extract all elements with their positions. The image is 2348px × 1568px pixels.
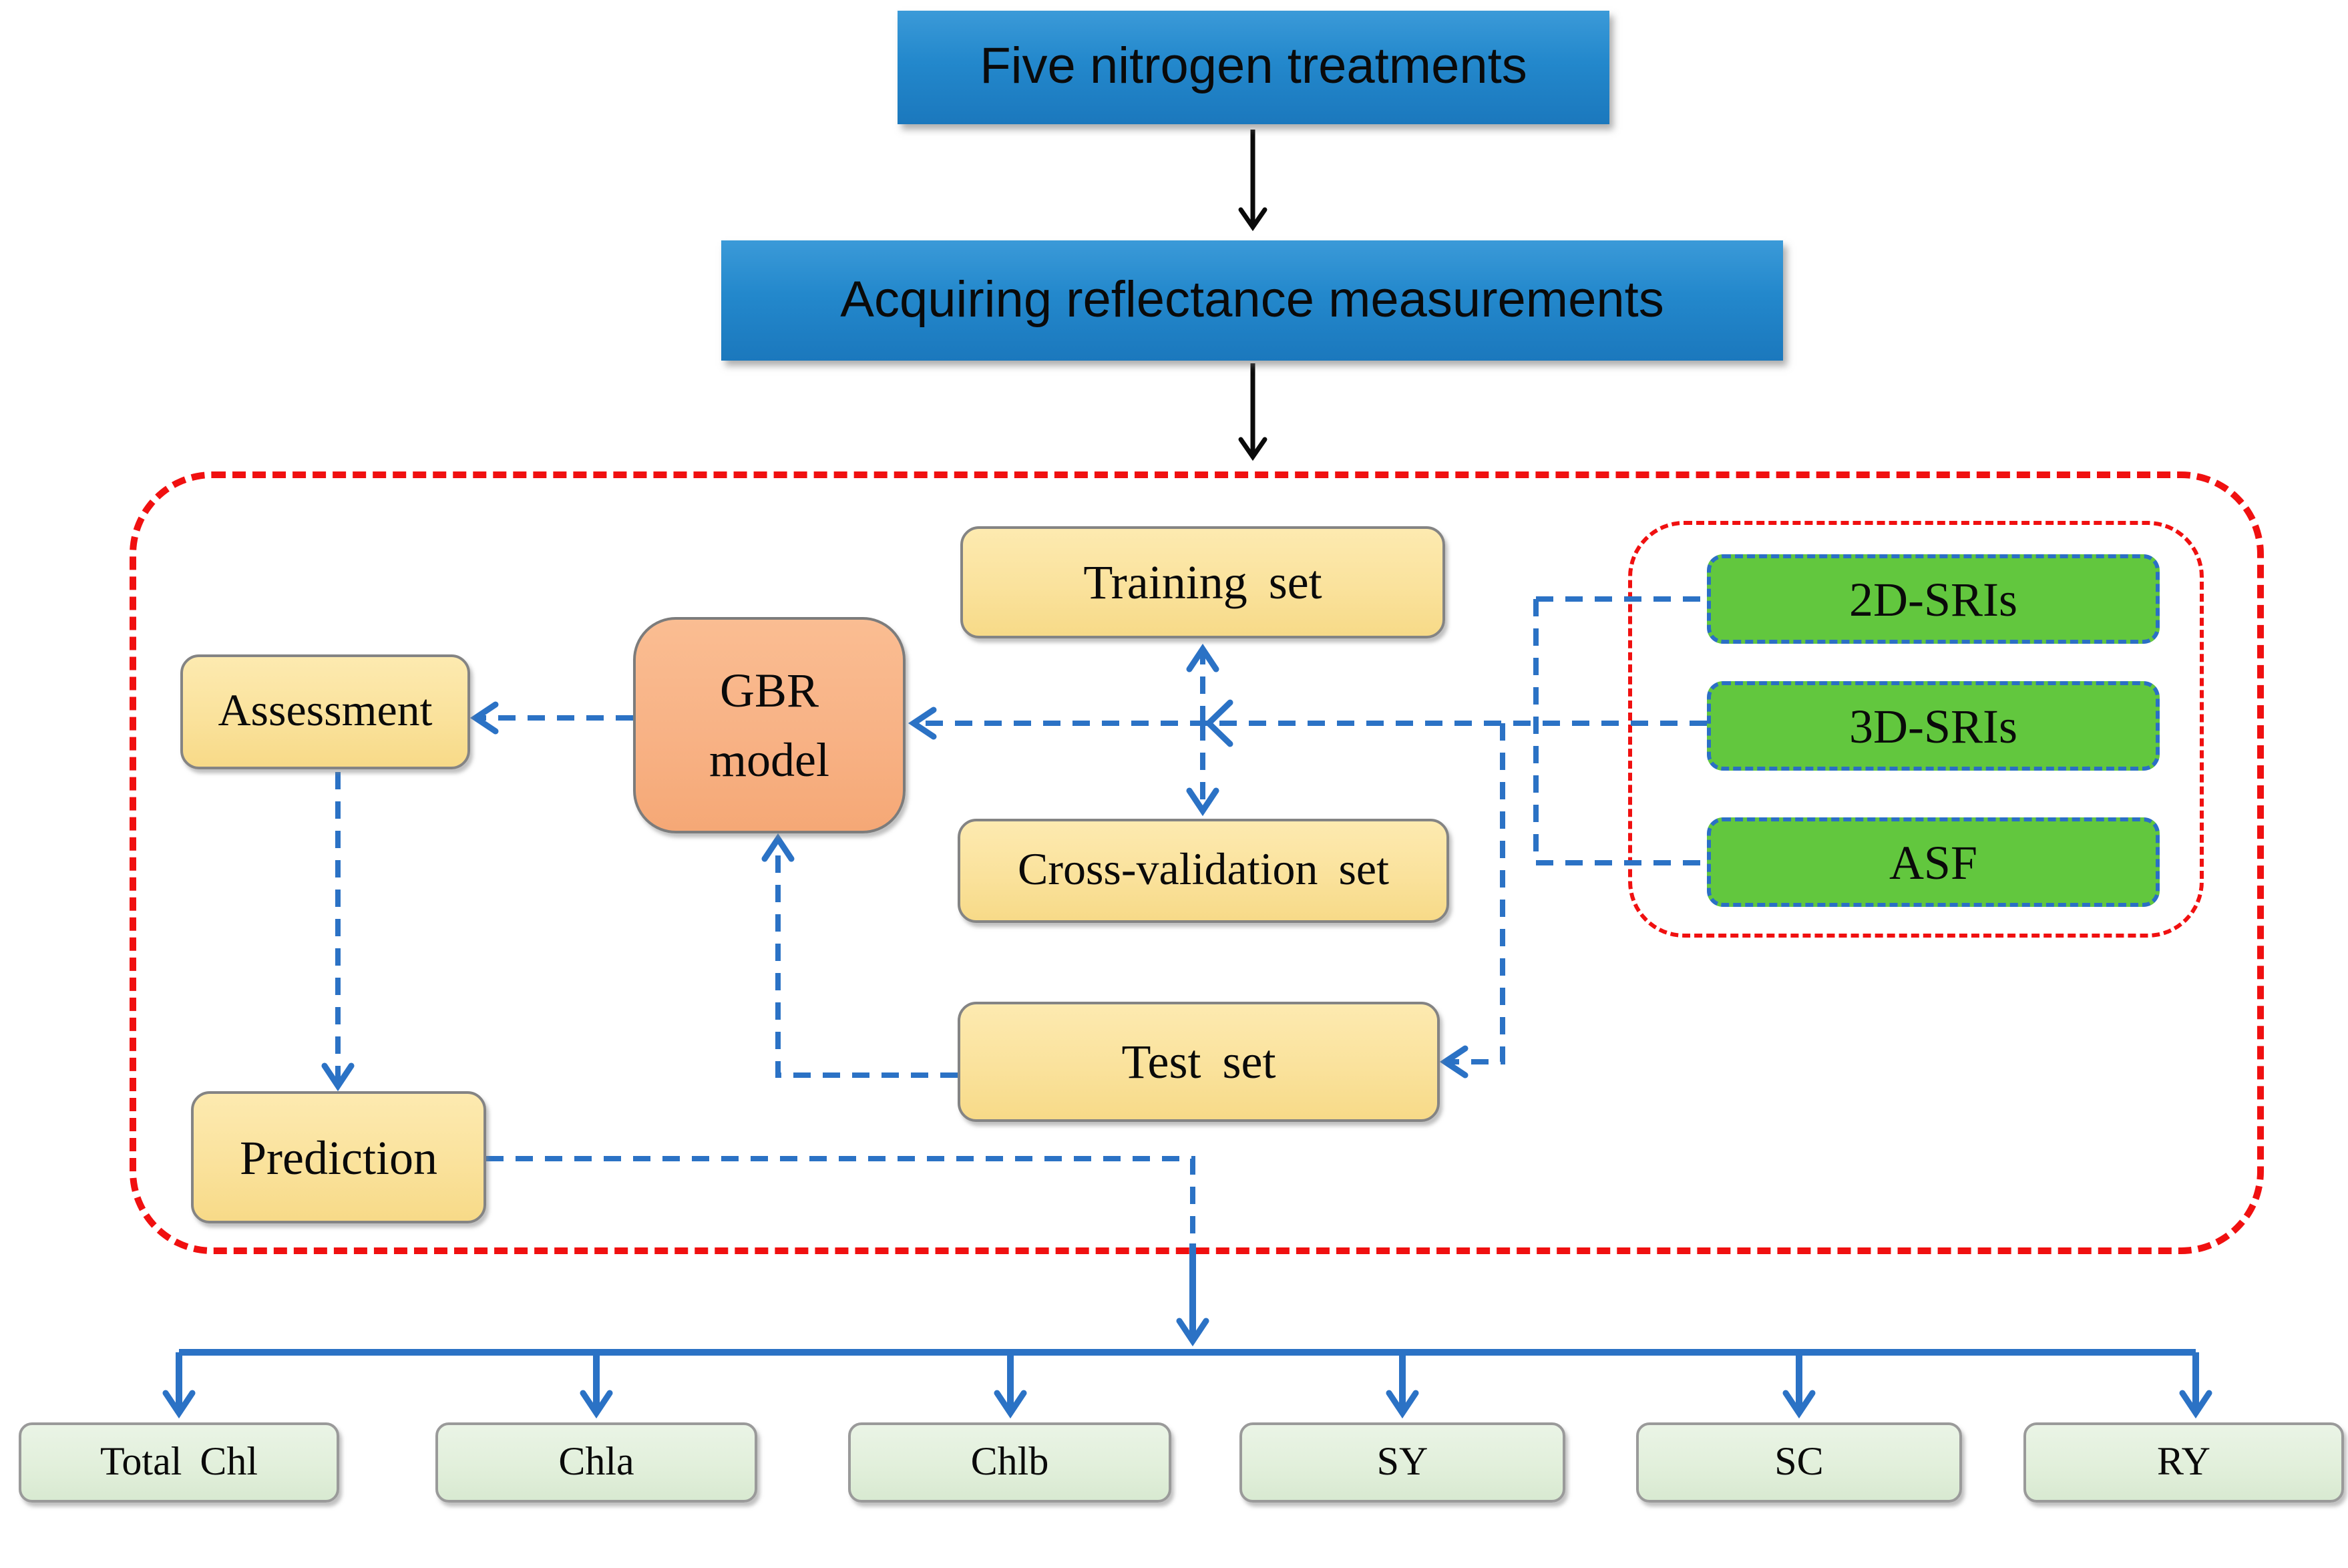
node-feature-asf: ASF	[1707, 817, 2160, 907]
arrow-features-to-test-set	[1439, 723, 1505, 1079]
node-assessment: Assessment	[180, 654, 470, 769]
node-training-set-label: Training set	[1083, 556, 1322, 609]
node-feature-3d-sris: 3D-SRIs	[1707, 681, 2160, 771]
node-training-set: Training set	[960, 526, 1445, 638]
node-feature-asf-label: ASF	[1889, 835, 1978, 889]
node-feature-2d-sris-label: 2D-SRIs	[1848, 572, 2018, 626]
node-acquiring-reflectance-label: Acquiring reflectance measurements	[840, 272, 1664, 328]
node-prediction: Prediction	[191, 1091, 486, 1223]
node-acquiring-reflectance: Acquiring reflectance measurements	[721, 240, 1783, 361]
node-feature-2d-sris: 2D-SRIs	[1707, 554, 2160, 644]
node-output-total-chl-label: Total Chl	[100, 1440, 258, 1484]
node-assessment-label: Assessment	[218, 687, 433, 736]
node-prediction-label: Prediction	[240, 1131, 437, 1184]
node-gbr-model: GBR model	[633, 617, 906, 833]
node-output-chlb: Chlb	[848, 1422, 1171, 1503]
node-cross-validation-set-label: Cross-validation set	[1017, 845, 1390, 895]
node-output-chla-label: Chla	[558, 1440, 634, 1484]
node-gbr-model-label: GBR model	[709, 663, 829, 787]
node-output-chla: Chla	[435, 1422, 757, 1503]
node-cross-validation-set: Cross-validation set	[958, 819, 1449, 923]
node-output-ry: RY	[2023, 1422, 2344, 1503]
node-five-nitrogen-treatments: Five nitrogen treatments	[898, 11, 1609, 124]
node-test-set: Test set	[958, 1002, 1440, 1122]
node-test-set-label: Test set	[1121, 1035, 1276, 1089]
feature-group-dashed-container	[1628, 521, 2204, 938]
arrow-prediction-to-outputs-dashed	[486, 1156, 1195, 1243]
node-output-chlb-label: Chlb	[970, 1440, 1049, 1484]
node-feature-3d-sris-label: 3D-SRIs	[1848, 699, 2018, 753]
node-output-sc-label: SC	[1774, 1440, 1824, 1484]
workflow-dashed-container	[130, 471, 2264, 1254]
arrow-test-set-to-gbr	[761, 833, 958, 1078]
node-output-sc: SC	[1636, 1422, 1962, 1503]
node-output-total-chl: Total Chl	[19, 1422, 339, 1503]
node-five-nitrogen-treatments-label: Five nitrogen treatments	[980, 39, 1527, 95]
junction-chevron	[1204, 699, 1233, 747]
node-output-sy: SY	[1239, 1422, 1565, 1503]
node-output-ry-label: RY	[2156, 1440, 2211, 1484]
node-output-sy-label: SY	[1376, 1440, 1428, 1484]
